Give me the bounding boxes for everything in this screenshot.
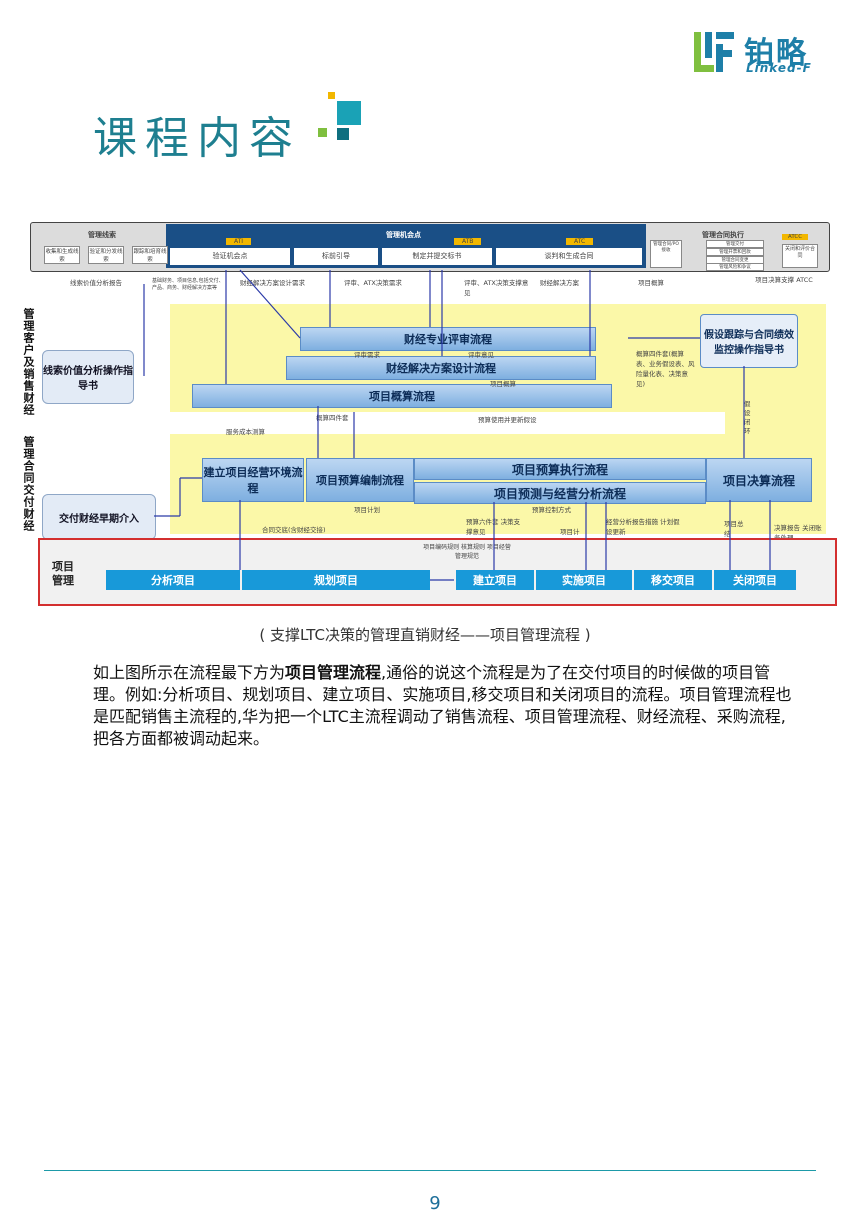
note: 评审、ATX决策需求	[344, 279, 402, 287]
note: 经营分析报告措施 计划假设更新	[606, 518, 680, 536]
flow-forecast-analysis[interactable]: 项目预测与经营分析流程	[414, 482, 706, 504]
contract-item: 管理交付	[706, 240, 764, 248]
note: 合同交底(含财经交接)	[262, 526, 326, 534]
opportunity-item: 制定并提交标书	[382, 248, 492, 265]
footer-divider	[44, 1170, 816, 1171]
note: 概算四件套	[316, 414, 349, 422]
note: 项目决算支撑 ATCC	[755, 276, 813, 284]
note: 项目计划	[354, 506, 380, 514]
flow-finance-solution[interactable]: 财经解决方案设计流程	[286, 356, 596, 380]
opportunity-item: 标前引导	[294, 248, 378, 265]
body-paragraph: 如上图所示在流程最下方为项目管理流程,通俗的说这个流程是为了在交付项目的时候做的…	[93, 662, 793, 750]
flow-project-estimate[interactable]: 项目概算流程	[192, 384, 612, 408]
lead-stage-title: 管理线索	[88, 231, 116, 239]
gate-atb: ATB	[454, 238, 482, 245]
lead-item: 跟踪和培育线索	[132, 246, 168, 264]
connector-arrows	[143, 269, 771, 581]
early-finance-intervention[interactable]: 交付财经早期介入	[42, 494, 156, 540]
decor-square	[337, 128, 349, 140]
contract-stage-title: 管理合同执行	[702, 231, 744, 239]
page-title: 课程内容	[93, 113, 301, 164]
decor-square	[318, 128, 327, 137]
ltc-process-diagram: 管理线索 收集和生成线索 验证和分发线索 跟踪和培育线索 管理机会点 ATI A…	[22, 222, 837, 608]
note: 预算六件套 决策支撑意见	[466, 518, 521, 536]
lead-item: 验证和分发线索	[88, 246, 124, 264]
decor-square	[337, 101, 361, 125]
paragraph-emphasis: 项目管理流程	[285, 663, 382, 682]
pm-step-implement[interactable]: 实施项目	[536, 570, 632, 590]
pm-label: 项目管理	[52, 560, 74, 587]
note: 服务成本测算	[226, 428, 265, 436]
pm-step-close[interactable]: 关闭项目	[714, 570, 796, 590]
flow-setup-environment[interactable]: 建立项目经营环境流程	[202, 458, 304, 502]
left-label-sales-finance: 管理客户及销售财经	[22, 308, 35, 416]
brand-logo-icon	[694, 32, 734, 72]
flow-finance-review[interactable]: 财经专业评审流程	[300, 327, 596, 351]
opportunity-item: 谈判和生成合同	[496, 248, 642, 265]
decor-square	[328, 92, 335, 99]
note: 基础财务、项目信息,包括交付、产品、商务、财经解决方案等	[152, 278, 224, 291]
diagram-caption: ( 支撑LTC决策的管理直销财经——项目管理流程 )	[259, 626, 591, 644]
note: 项目总结	[724, 520, 744, 538]
finance-zone-right	[725, 392, 826, 452]
note: 评审、ATX决策支撑意见	[464, 279, 529, 297]
brand-name-cn: 铂略	[744, 36, 808, 71]
brand-name-en: Linked-F	[746, 61, 812, 75]
note: 财经解决方案	[540, 279, 579, 287]
note: 财经解决方案设计需求	[240, 279, 305, 287]
note: 项目概算	[490, 380, 516, 388]
gate-atcc: ATCC	[782, 234, 809, 240]
page-number: 9	[429, 1193, 441, 1214]
note: 项目概算	[638, 279, 664, 287]
pm-step-transfer[interactable]: 移交项目	[634, 570, 712, 590]
flow-budget-compile[interactable]: 项目预算编制流程	[306, 458, 414, 502]
pm-step-establish[interactable]: 建立项目	[456, 570, 534, 590]
paragraph-rest: ,通俗的说这个流程是为了在交付项目的时候做的项目管理。例如:分析项目、规划项目、…	[93, 663, 792, 748]
left-label-delivery-finance: 管理合同交付财经	[22, 436, 35, 532]
note: 项目编码规则 核算规则 项目经营管理规范	[423, 544, 511, 560]
flow-budget-execute[interactable]: 项目预算执行流程	[414, 458, 706, 480]
paragraph-lead: 如上图所示在流程最下方为	[93, 663, 286, 682]
note: 评审需求	[354, 351, 380, 359]
pm-step-plan[interactable]: 规划项目	[242, 570, 430, 590]
note: 预算控制方式	[532, 506, 571, 514]
contract-item: 管理开票和回款	[706, 248, 764, 256]
gate-ati: ATI	[226, 238, 252, 245]
flow-assumption-tracking-guide[interactable]: 假设跟踪与合同绩效监控操作指导书	[700, 314, 798, 368]
flow-final-accounts[interactable]: 项目决算流程	[706, 458, 812, 502]
gate-atc: ATC	[566, 238, 594, 245]
opportunity-stage-title: 管理机会点	[386, 231, 421, 239]
contract-item: 管理风险和争议	[706, 263, 764, 271]
note: 假设闭环	[744, 400, 751, 435]
pm-step-analyze[interactable]: 分析项目	[106, 570, 240, 590]
opportunity-item: 验证机会点	[170, 248, 290, 265]
contract-item: 管理合同/PO接收	[650, 240, 682, 268]
note: 概算四件套(概算表、业务假设表、风险量化表、决策意见)	[636, 350, 695, 388]
note: 预算使用并更新假设	[478, 416, 537, 424]
contract-close-item: 关闭和评价合同	[782, 244, 818, 268]
lead-item: 收集和生成线索	[44, 246, 80, 264]
note: 线索价值分析报告	[70, 279, 122, 287]
lead-value-guide[interactable]: 线索价值分析操作指导书	[42, 350, 134, 404]
note: 评审意见	[468, 351, 494, 359]
